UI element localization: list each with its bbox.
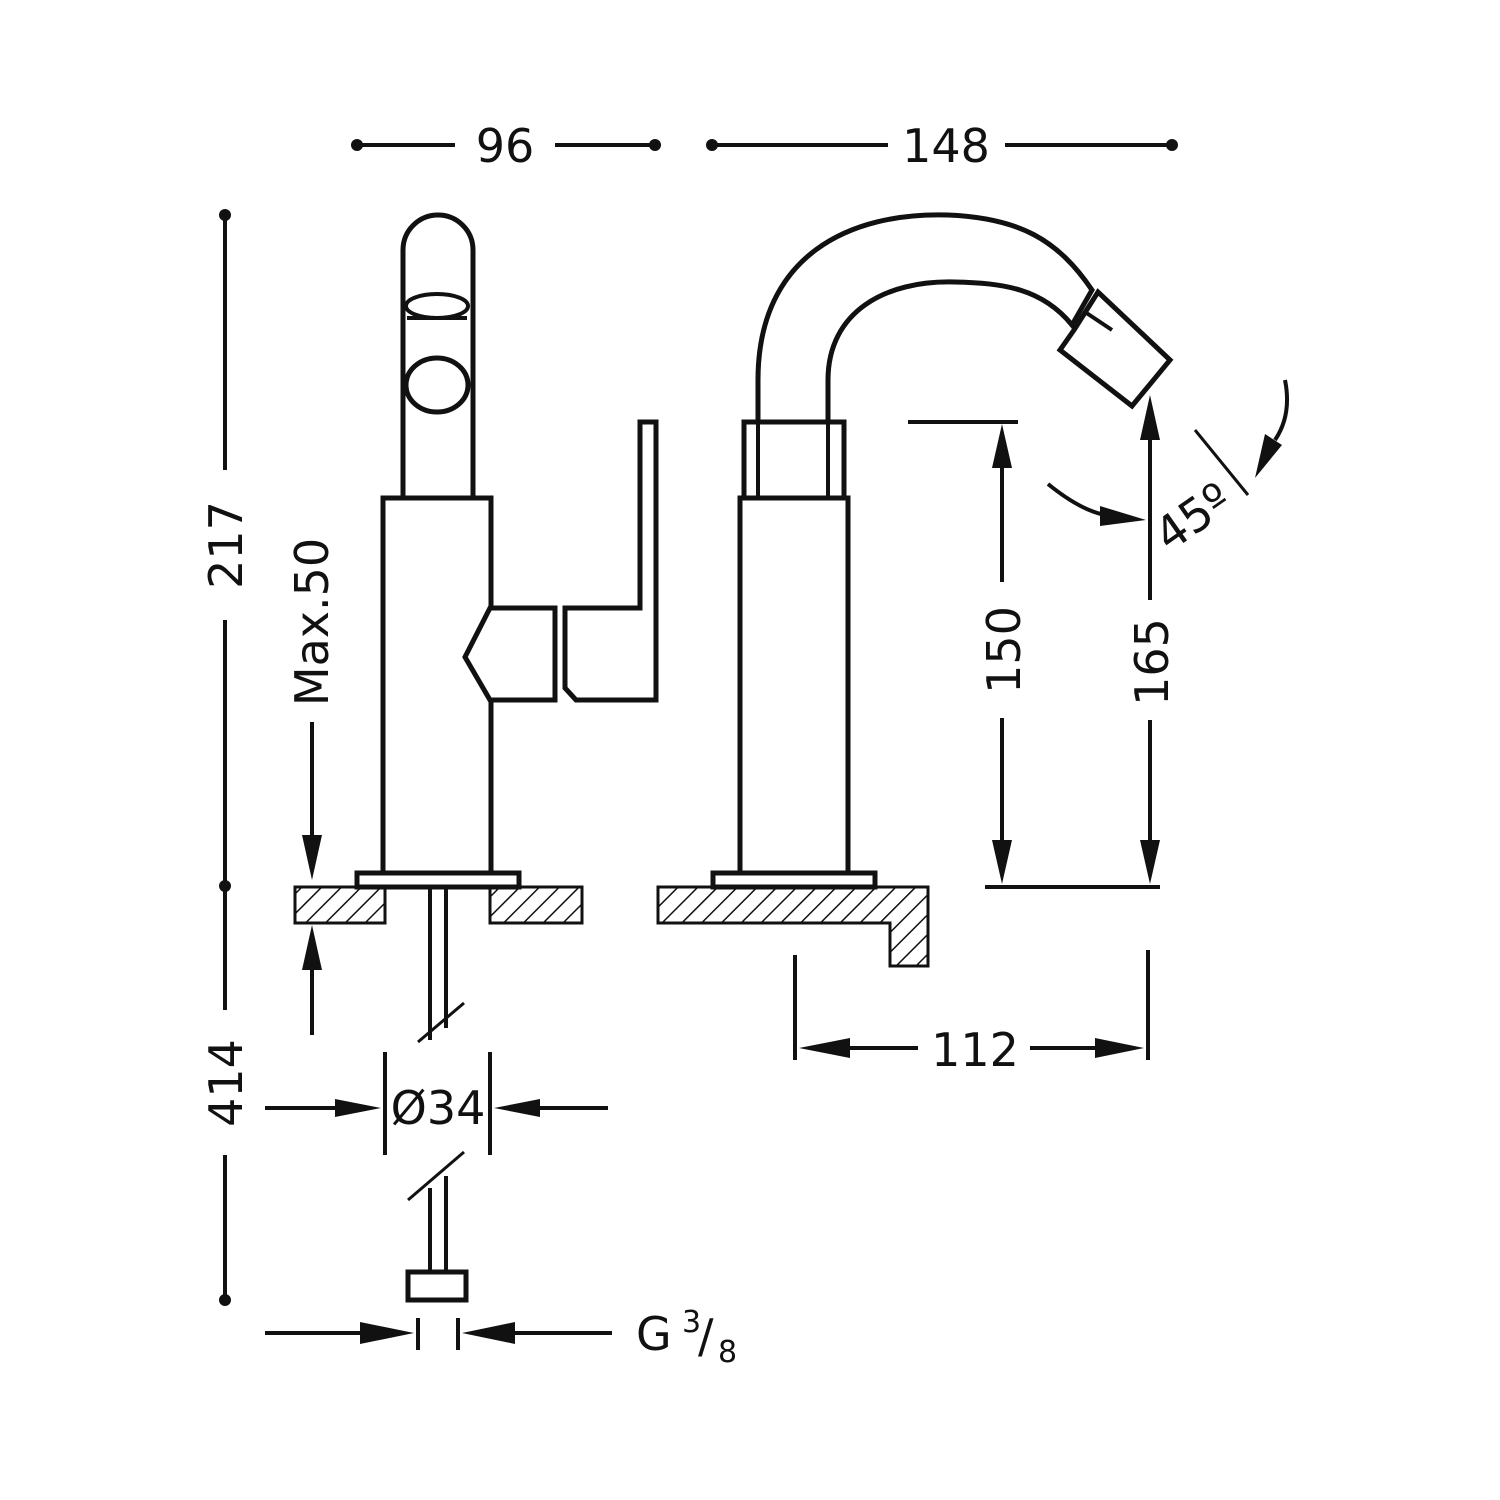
dimension-width-96: 96 xyxy=(351,119,661,173)
dimension-label-165: 165 xyxy=(1125,618,1179,706)
connection-thread-numerator: 3 xyxy=(682,1305,701,1340)
deck-section-left xyxy=(293,885,584,925)
dimension-label-414: 414 xyxy=(199,1039,253,1127)
dimension-label-148: 148 xyxy=(902,119,990,173)
dimension-label-96: 96 xyxy=(476,119,535,173)
dimension-connection-thread: G 3 / 8 xyxy=(265,1305,737,1370)
dimension-label-150: 150 xyxy=(977,606,1031,694)
dimension-label-112: 112 xyxy=(931,1023,1019,1077)
connection-thread-slash: / xyxy=(698,1309,714,1363)
deck-section-right xyxy=(656,885,930,968)
dimension-spout-height-150: 150 xyxy=(908,420,1160,889)
dimension-label-max-50: Max.50 xyxy=(285,538,339,706)
mixer-front-view xyxy=(354,212,659,890)
supply-tail xyxy=(405,887,469,1303)
connection-thread-denominator: 8 xyxy=(718,1335,737,1370)
dimension-label-diameter: Ø34 xyxy=(391,1081,486,1135)
connection-thread-letter: G xyxy=(636,1307,672,1361)
dimension-label-45: 45º xyxy=(1144,472,1241,562)
dimension-hole-diameter: Ø34 xyxy=(265,1052,608,1155)
dimension-width-148: 148 xyxy=(706,119,1178,173)
mixer-side-view xyxy=(710,212,1174,890)
dimension-tail-414: 414 xyxy=(199,886,253,1306)
dimension-label-217: 217 xyxy=(199,501,253,589)
dimension-reach-112: 112 xyxy=(793,950,1150,1077)
dimension-max-deck-50: Max.50 xyxy=(285,538,339,1035)
dimension-height-217: 217 xyxy=(199,209,253,892)
dimension-outlet-height-165: 165 xyxy=(1125,395,1179,884)
dimension-swivel-angle: 45º xyxy=(1046,379,1289,562)
